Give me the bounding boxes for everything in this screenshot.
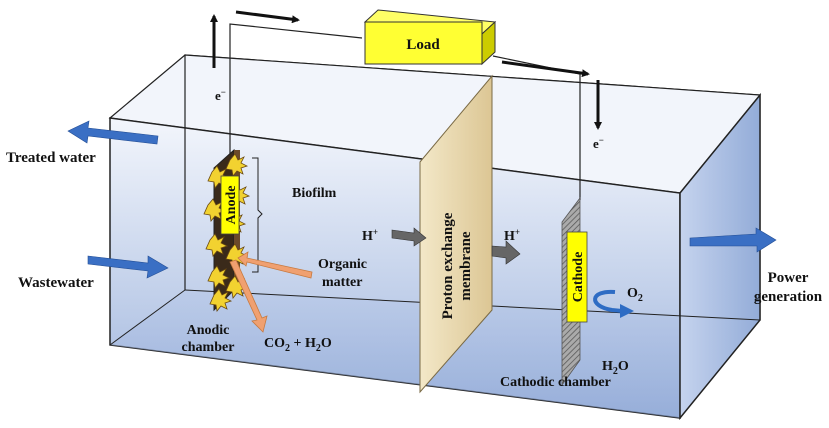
o2-label: O2 (627, 286, 643, 304)
circuit-wire-left (229, 23, 363, 200)
power-label-1: Power (768, 270, 809, 286)
proton-arrow-left (391, 227, 427, 247)
co2-h2o-label: CO2 + H2O (264, 336, 332, 354)
membrane-label-2: membrane (458, 231, 474, 300)
tank-floor-front-edge (109, 289, 186, 346)
anodic-chamber-label-1: Anodic (187, 323, 230, 338)
proton-exchange-membrane (419, 74, 493, 394)
cathodic-chamber-label: Cathodic chamber (500, 375, 611, 390)
proton-label-left: H+ (362, 227, 378, 244)
biofilm-bracket (252, 157, 263, 273)
proton-label-right: H+ (504, 227, 520, 244)
organic-matter-arrow (237, 251, 313, 279)
electron-label-right: e− (593, 135, 604, 151)
anode-electrode (203, 148, 251, 312)
power-generation-arrow (689, 227, 777, 253)
electron-arrow-top-left (235, 10, 300, 24)
anodic-chamber-label-2: chamber (182, 340, 235, 355)
electron-label-left: e− (215, 87, 226, 103)
organic-label-2: matter (322, 275, 362, 290)
load-label: Load (406, 37, 440, 53)
h2o-label: H2O (602, 359, 629, 377)
wastewater-label: Wastewater (18, 275, 94, 291)
load-box (363, 9, 497, 66)
cathode-electrode (561, 196, 588, 387)
co2-h2o-arrow (229, 259, 268, 333)
anode-label: Anode (224, 186, 239, 225)
cathode-label: Cathode (571, 252, 586, 303)
wastewater-arrow (87, 255, 169, 279)
treated-water-label: Treated water (6, 150, 96, 166)
electron-arrow-top-right (501, 60, 590, 78)
biofilm-label: Biofilm (292, 186, 337, 201)
treated-water-arrow (67, 120, 159, 145)
proton-arrow-right (491, 240, 521, 265)
membrane-label-1: Proton exchange (440, 212, 456, 319)
power-label-2: generation (754, 289, 823, 305)
o2-curved-arrow (593, 289, 623, 313)
o2-arrow-head (620, 304, 634, 318)
organic-label-1: Organic (318, 257, 367, 272)
